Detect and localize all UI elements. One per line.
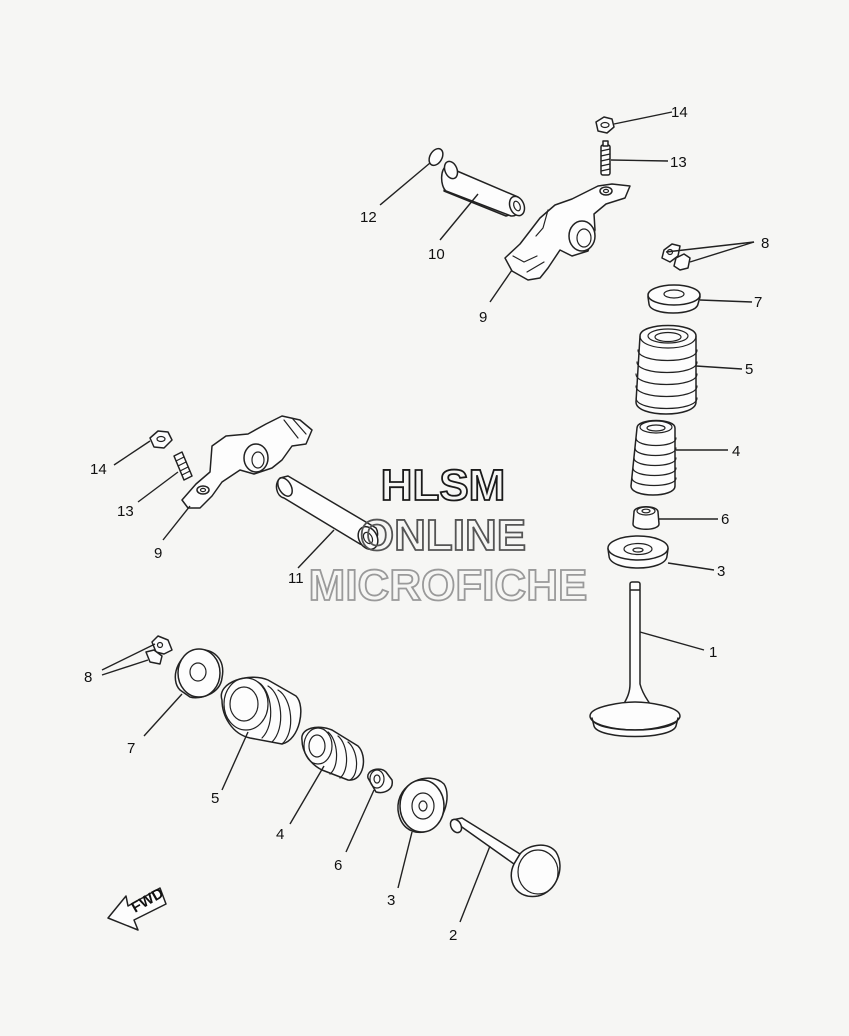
callout-13-top: 13	[670, 154, 687, 171]
watermark-line-2: ONLINE	[360, 511, 526, 560]
rocker-arm-9-left	[181, 415, 313, 509]
callout-8-top: 8	[761, 235, 769, 252]
nut-14-top	[595, 116, 615, 134]
valve-cotter-8-lower	[145, 635, 173, 665]
valve-cotter-8-top	[661, 243, 691, 271]
rocker-shaft-10	[440, 160, 526, 217]
callout-3-lower: 3	[387, 892, 395, 909]
spring-seat-3-lower	[397, 777, 448, 834]
callout-4-lower: 4	[276, 826, 284, 843]
nut-14-left	[149, 430, 173, 449]
callout-14-top: 14	[671, 104, 688, 121]
valve-seal-6-lower	[367, 768, 393, 794]
callout-6-lower: 6	[334, 857, 342, 874]
callout-9-left: 9	[154, 545, 162, 562]
outer-spring-5-lower	[220, 676, 302, 745]
rocker-arm-9-top	[504, 183, 631, 281]
callout-10: 10	[428, 246, 445, 263]
watermark-line-3: MICROFICHE	[309, 561, 588, 610]
watermark: HLSM ONLINE MICROFICHE	[308, 460, 588, 611]
callout-12: 12	[360, 209, 377, 226]
spring-seat-3-top	[607, 535, 669, 569]
adjust-screw-13-left	[173, 451, 193, 481]
callout-6-top: 6	[721, 511, 729, 528]
callout-4-top: 4	[732, 443, 740, 460]
valve-2-exhaust	[449, 817, 561, 898]
valve-seal-6-top	[632, 506, 660, 530]
callout-11: 11	[288, 570, 304, 587]
leader-lines	[101, 111, 755, 923]
callout-7-lower: 7	[127, 740, 135, 757]
inner-spring-4-lower	[301, 726, 365, 781]
callout-14-left: 14	[90, 461, 107, 478]
callout-9-top: 9	[479, 309, 487, 326]
callout-8-lower: 8	[84, 669, 92, 686]
outer-spring-5-top	[635, 324, 698, 415]
callout-1: 1	[709, 644, 717, 661]
callout-3-top: 3	[717, 563, 725, 580]
callout-13-left: 13	[117, 503, 134, 520]
valve-1-intake	[589, 581, 681, 738]
inner-spring-4-top	[630, 419, 677, 496]
callout-5-top: 5	[745, 361, 753, 378]
rocker-shaft-11	[275, 475, 379, 551]
spring-retainer-7-lower	[174, 648, 224, 699]
watermark-line-1: HLSM	[381, 461, 506, 510]
fwd-arrow-icon: FWD	[107, 885, 167, 931]
callout-2: 2	[449, 927, 457, 944]
callout-5-lower: 5	[211, 790, 219, 807]
spring-retainer-7-top	[647, 284, 701, 314]
o-ring-12	[428, 147, 444, 167]
callout-7-top: 7	[754, 294, 762, 311]
adjust-screw-13-top	[600, 140, 611, 176]
